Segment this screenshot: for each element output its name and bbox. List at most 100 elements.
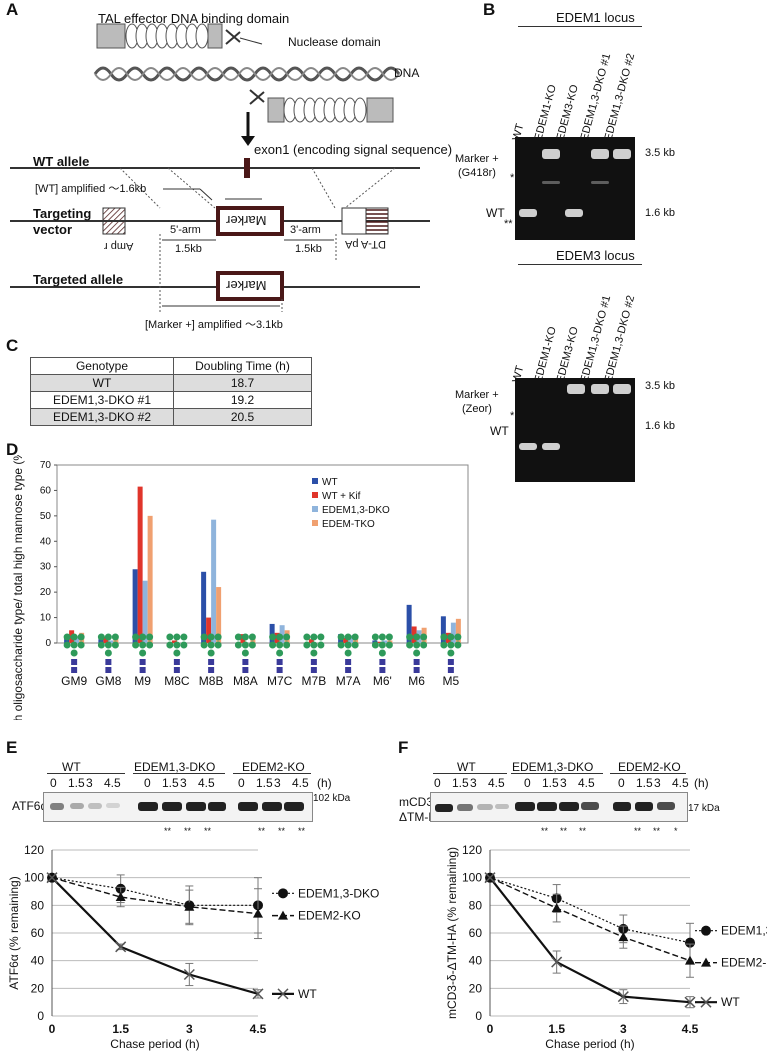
table-cell: EDEM1,3-DKO #1 bbox=[30, 391, 174, 409]
legend-marker bbox=[278, 910, 288, 920]
legend-label: EDEM2-KO bbox=[721, 956, 767, 970]
glcnac-square bbox=[242, 667, 249, 673]
legend-swatch bbox=[312, 492, 318, 498]
e-western-blot bbox=[43, 792, 313, 822]
mannose-circle bbox=[310, 649, 318, 657]
f-western-blot bbox=[430, 792, 688, 822]
arm3-label: 3'-arm bbox=[290, 224, 321, 236]
panel-letter-a: A bbox=[6, 0, 19, 19]
series-line bbox=[51, 876, 259, 995]
legend-label: WT bbox=[298, 987, 317, 1001]
legend-swatch bbox=[312, 520, 318, 526]
mannose-circle bbox=[111, 633, 119, 641]
legend-marker bbox=[278, 888, 288, 899]
gel2-star1: * bbox=[510, 410, 515, 422]
table-cell: EDEM1,3-DKO #2 bbox=[30, 408, 174, 426]
x-category-label: GM9 bbox=[61, 674, 87, 688]
f-hours: (h) bbox=[694, 776, 709, 790]
bar bbox=[216, 587, 222, 643]
amp-label: Amp r bbox=[104, 240, 134, 252]
y-tick-label: 10 bbox=[40, 613, 52, 624]
time-point-label: 0 bbox=[144, 776, 151, 790]
x-category-label: M7C bbox=[267, 674, 293, 688]
mannose-circle bbox=[241, 633, 249, 641]
mannose-circle bbox=[454, 633, 462, 641]
glcnac-square bbox=[105, 667, 112, 673]
scissors-icon-bottom bbox=[249, 89, 265, 105]
mannose-circle bbox=[207, 633, 215, 641]
mannose-circle bbox=[440, 641, 448, 649]
mannose-circle bbox=[276, 649, 284, 657]
y-tick-label: 60 bbox=[31, 926, 45, 940]
mannose-circle bbox=[303, 641, 311, 649]
e-group-wt: WT bbox=[62, 760, 81, 774]
mannose-circle bbox=[97, 641, 105, 649]
glcnac-square bbox=[447, 659, 454, 665]
series-line bbox=[489, 877, 691, 962]
wt-amplified-label: [WT] amplified ～1.6kb bbox=[35, 183, 147, 195]
mannose-circle bbox=[166, 641, 174, 649]
mannose-circle bbox=[207, 649, 215, 657]
f-group-dko: EDEM1,3-DKO bbox=[512, 760, 594, 774]
x-tick-label: 0 bbox=[487, 1022, 494, 1036]
glycan-structure-icon bbox=[269, 633, 291, 673]
mannose-circle bbox=[454, 641, 462, 649]
significance-mark: ** bbox=[278, 826, 286, 836]
table-cell: WT bbox=[30, 374, 174, 392]
y-tick-label: 70 bbox=[40, 460, 52, 471]
x-tick-label: 3 bbox=[620, 1022, 627, 1036]
edem1-locus-label: EDEM1 locus bbox=[556, 10, 635, 25]
x-category-label: GM8 bbox=[95, 674, 121, 688]
bar bbox=[74, 636, 80, 643]
x-category-label: M6 bbox=[408, 674, 425, 688]
mannose-circle bbox=[378, 641, 386, 649]
legend-label: WT + Kif bbox=[322, 491, 361, 502]
glcnac-square bbox=[71, 667, 78, 673]
gel1-lane-edem3ko: EDEM3-KO bbox=[554, 83, 581, 142]
bar bbox=[440, 616, 446, 643]
data-point bbox=[115, 892, 126, 902]
mannose-circle bbox=[104, 649, 112, 657]
legend-marker bbox=[701, 925, 711, 936]
data-point bbox=[685, 955, 695, 965]
y-tick-label: 80 bbox=[31, 898, 45, 912]
glycan-structure-icon bbox=[200, 633, 222, 673]
x-category-label: M7A bbox=[336, 674, 361, 688]
x-tick-label: 4.5 bbox=[682, 1022, 699, 1036]
gel1-star2: ** bbox=[504, 218, 513, 230]
table-row: EDEM1,3-DKO #1 19.2 bbox=[30, 391, 312, 409]
bar bbox=[206, 617, 212, 643]
edem1-locus-underline bbox=[518, 26, 642, 27]
mannose-circle bbox=[344, 649, 352, 657]
mannose-circle bbox=[180, 633, 188, 641]
gel2-lane-edem3ko: EDEM3-KO bbox=[554, 325, 581, 384]
gel2-zeo-label: (Zeor) bbox=[462, 403, 492, 415]
vector-label: vector bbox=[33, 222, 73, 237]
glycan-structure-icon bbox=[97, 633, 119, 673]
bar bbox=[377, 641, 383, 643]
bar bbox=[113, 639, 119, 643]
targeting-schematic-svg bbox=[10, 23, 430, 312]
marker-amplified-label: [Marker +] amplified ～3.1kb bbox=[145, 319, 283, 331]
bar bbox=[142, 580, 148, 643]
data-point bbox=[46, 872, 58, 884]
legend-label: EDEM-TKO bbox=[322, 519, 375, 530]
dna-helix bbox=[93, 66, 401, 82]
mannose-circle bbox=[180, 641, 188, 649]
significance-mark: ** bbox=[634, 826, 642, 836]
mannose-circle bbox=[104, 641, 112, 649]
significance-mark: ** bbox=[258, 826, 266, 836]
mannose-circle bbox=[139, 649, 147, 657]
glcnac-square bbox=[413, 659, 420, 665]
series-line bbox=[51, 876, 259, 915]
glcnac-square bbox=[345, 659, 352, 665]
mannose-circle bbox=[70, 641, 78, 649]
bar bbox=[250, 639, 256, 643]
y-axis-label: mCD3-δ-ΔTM-HA (% remaining) bbox=[445, 847, 459, 1019]
y-tick-label: 80 bbox=[469, 898, 483, 912]
mannose-circle bbox=[283, 641, 291, 649]
panel-letter-e: E bbox=[6, 738, 18, 757]
glcnac-square bbox=[276, 659, 283, 665]
time-point-label: 4.5 bbox=[672, 776, 689, 790]
mannose-circle bbox=[77, 641, 85, 649]
